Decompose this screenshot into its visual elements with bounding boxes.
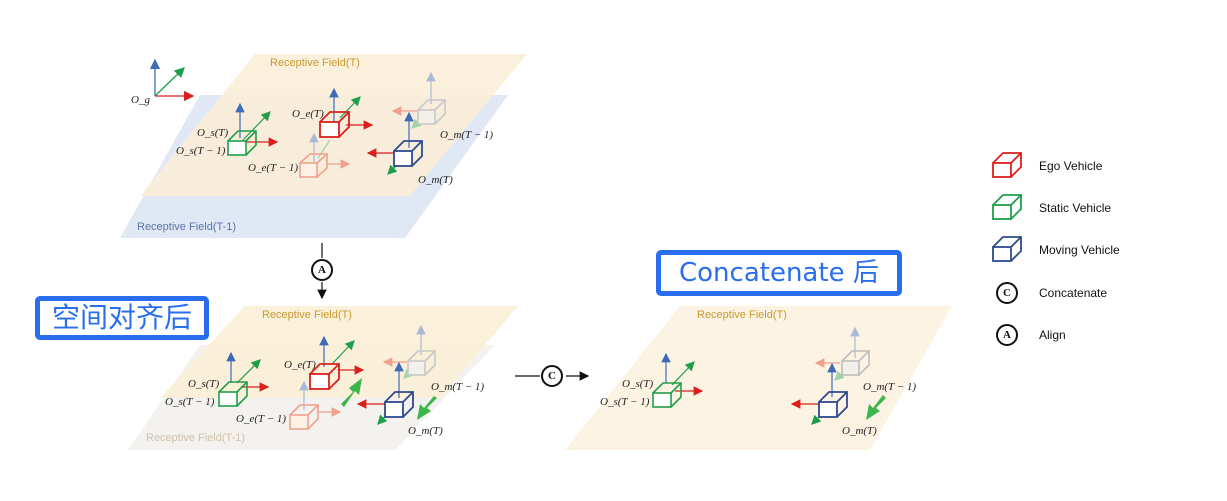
top-oe-t-label: O_e(T) [292,108,324,120]
legend-moving-label: Moving Vehicle [1039,243,1120,257]
aligned-om-t1-label: O_m(T − 1) [431,381,485,393]
aligned-ego-vehicle-t [309,335,365,390]
aligned-static-vehicle [218,351,270,407]
concat-static-vehicle [652,352,704,408]
ego-vehicle-t1 [299,132,351,178]
concat-title: Concatenate 后 [656,250,902,296]
align-symbol: A [311,259,333,281]
aligned-title: 空间对齐后 [35,296,210,340]
aligned-field-t-plane [160,306,518,398]
legend-static-label: Static Vehicle [1039,201,1112,215]
aligned-moving-vehicle-t [356,361,414,425]
concat-panel [565,306,952,450]
top-oe-t1-label: O_e(T − 1) [248,162,298,174]
aligned-moving-vehicle-t1 [382,324,436,379]
concat-os-t-label: O_s(T) [622,378,654,390]
top-og-label: O_g [131,94,150,106]
motion-arrow-moving [417,396,437,420]
legend-ego-icon [992,152,1022,178]
motion-arrow-ego [341,378,362,407]
aligned-om-t-label: O_m(T) [408,425,443,437]
concat-om-t-label: O_m(T) [842,425,877,437]
concat-moving-vehicle-t [790,362,848,425]
ego-vehicle-t [317,87,374,159]
top-om-t1-label: O_m(T − 1) [440,129,494,141]
moving-vehicle-t1 [391,71,446,129]
concat-field-t-label: Receptive Field(T) [697,309,787,321]
concat-om-t1-label: O_m(T − 1) [863,381,917,393]
top-om-t-label: O_m(T) [418,174,453,186]
legend-static-icon [992,194,1022,220]
legend-ego-label: Ego Vehicle [1039,159,1103,173]
legend-concatenate-label: Concatenate [1039,286,1108,300]
top-os-t1-label: O_s(T − 1) [176,145,226,157]
legend-concatenate-icon: C [996,282,1018,304]
concat-moving-vehicle-t1 [814,326,870,381]
global-axes [149,58,195,102]
legend-align-label: Align [1039,328,1066,342]
static-vehicle [227,102,279,156]
aligned-field-t-label: Receptive Field(T) [262,309,352,321]
aligned-oe-t-label: O_e(T) [284,359,316,371]
concat-motion-arrow [866,395,886,420]
aligned-os-t1-label: O_s(T − 1) [165,396,215,408]
aligned-field-t1-label: Receptive Field(T-1) [146,432,246,444]
top-panel [120,54,527,238]
top-os-t-label: O_s(T) [197,127,229,139]
top-field-t1-label: Receptive Field(T-1) [137,221,237,233]
concat-os-t1-label: O_s(T − 1) [600,396,650,408]
aligned-oe-t1-label: O_e(T − 1) [236,413,286,425]
aligned-panel [128,306,518,450]
top-field-t-label: Receptive Field(T) [270,57,360,69]
legend-moving-icon [992,236,1022,262]
moving-vehicle-t [366,111,423,175]
concat-symbol: C [541,365,563,387]
aligned-os-t-label: O_s(T) [188,378,220,390]
legend-align-icon: A [996,324,1018,346]
aligned-ego-vehicle-t1 [289,380,342,430]
